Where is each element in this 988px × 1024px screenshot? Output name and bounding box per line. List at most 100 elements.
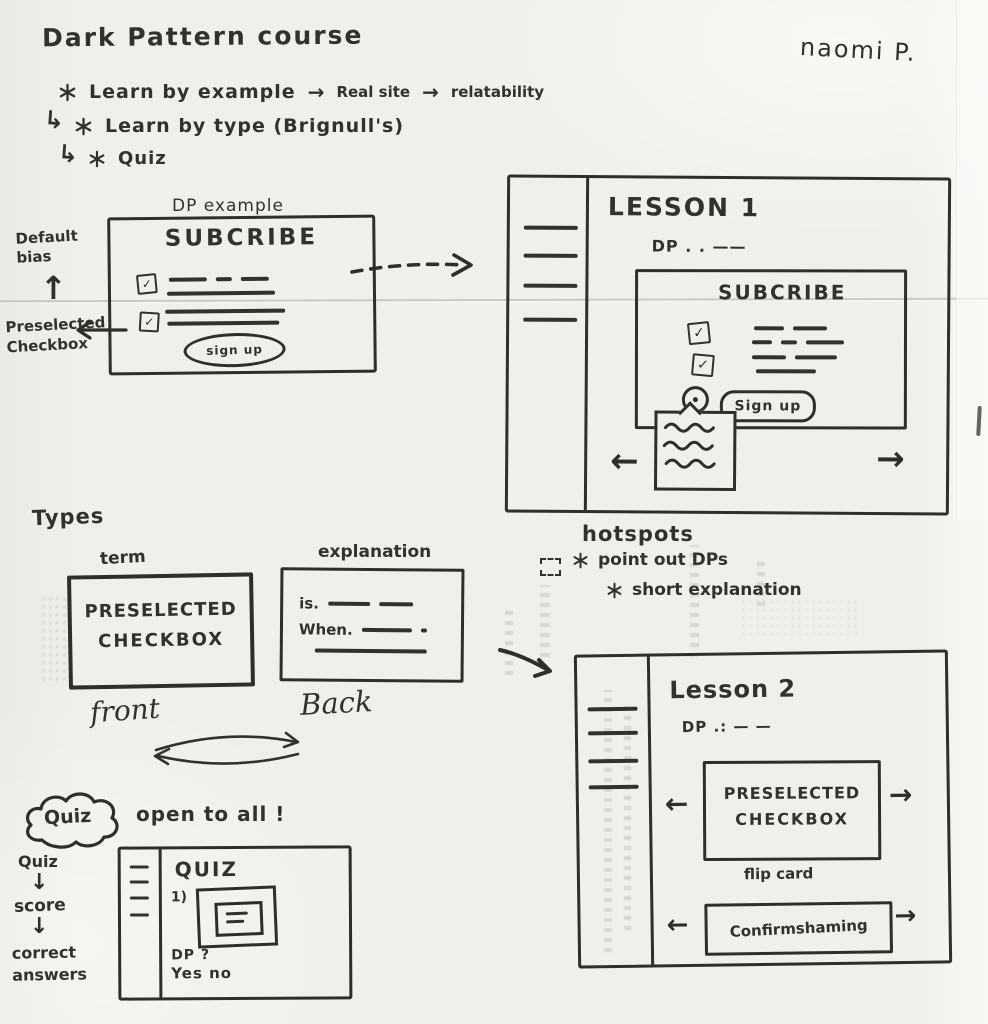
sidebar-menu-line	[523, 317, 578, 322]
tooltip-scribble-lines	[662, 422, 716, 469]
quiz-screen-title: QUIZ	[174, 856, 238, 882]
hotspots-note-1: point out DPs	[572, 550, 728, 570]
image-scribble-line	[226, 919, 245, 924]
outline-item-1: Learn by example → Real site → relatabil…	[58, 80, 544, 104]
sidebar-menu-line	[129, 913, 149, 917]
hotspot-tooltip-note	[653, 401, 737, 492]
back-label: Back	[299, 684, 374, 722]
flow-step-quiz: Quiz	[18, 852, 58, 871]
outline-item-3: Quiz	[88, 148, 167, 169]
text-scribble-line	[751, 355, 837, 359]
sidebar-menu-line	[588, 784, 639, 789]
text-scribble-line	[754, 326, 828, 330]
flow-step-correct-answers: correct answers	[11, 942, 88, 986]
check-icon: ✓	[143, 314, 155, 330]
sidebar-divider	[158, 848, 163, 999]
star-bullet-icon	[89, 150, 105, 167]
quiz-cloud-icon	[26, 792, 119, 849]
sidebar-divider	[583, 177, 590, 512]
outline-chain-real-site: Real site	[336, 83, 411, 101]
dp-example-caption: DP example	[172, 196, 284, 216]
image-scribble-line	[225, 911, 248, 916]
lesson1-wireframe: LESSON 1 DP . . —— SUBCRIBE ✓ ✓ Sign up	[504, 174, 952, 516]
nav-arrow-right-icon: →	[894, 900, 917, 932]
flip-card-caption: flip card	[743, 864, 814, 884]
explanation-label: explanation	[318, 542, 432, 562]
star-bullet-icon	[75, 117, 92, 135]
explanation-line	[314, 648, 427, 653]
check-icon: ✓	[141, 276, 153, 292]
arrow-to-lesson2-icon	[498, 648, 552, 678]
quiz-open-note: open to all !	[136, 802, 286, 826]
sign-up-button-sketch: sign up	[183, 331, 287, 369]
text-scribble-line	[166, 290, 275, 296]
sidebar-menu-line	[587, 706, 638, 711]
confirmshaming-card: Confirmshaming	[704, 901, 894, 956]
pencil-smudge	[40, 595, 70, 685]
sidebar-menu-line	[523, 225, 578, 230]
hotspots-note-2: short explanation	[606, 580, 802, 600]
pencil-smudge	[740, 598, 860, 638]
term-label: term	[99, 546, 147, 570]
star-bullet-icon	[573, 552, 588, 568]
outline-item-label: Quiz	[118, 148, 167, 169]
hotspots-note-text: short explanation	[632, 580, 802, 600]
nav-arrow-right-icon: →	[876, 439, 905, 480]
check-icon: ✓	[696, 356, 710, 374]
question-number: 1)	[170, 889, 188, 906]
lesson1-title: LESSON 1	[607, 192, 761, 223]
quiz-wireframe: QUIZ 1) DP ? Yes no	[117, 845, 353, 1001]
outline-item-2: Learn by type (Brignull's)	[74, 115, 404, 137]
sidebar-menu-line	[129, 896, 149, 900]
sidebar-menu-line	[587, 730, 638, 735]
outline-item-label: Learn by example	[89, 81, 296, 103]
explanation-text: When.	[298, 620, 353, 639]
sidebar-divider	[646, 655, 655, 966]
quiz-cloud-label: Quiz	[43, 804, 92, 830]
confirmshaming-text: Confirmshaming	[729, 916, 869, 941]
question-image-placeholder	[195, 885, 279, 949]
sidebar-menu-line	[129, 880, 149, 884]
text-scribble-line	[167, 320, 280, 326]
author-signature: naomi P.	[799, 32, 918, 68]
checkbox-checked-icon: ✓	[686, 321, 712, 346]
ink-bleed-mark	[624, 700, 631, 930]
card-arrow-left-icon: ←	[664, 787, 689, 821]
flip-card: PRESELECTED CHECKBOX	[702, 760, 882, 862]
star-bullet-icon	[59, 83, 76, 101]
arrow-up-icon: ↑	[40, 269, 67, 307]
text-scribble-line	[755, 369, 816, 373]
nav-arrow-left-icon: ←	[666, 910, 689, 941]
image-inner-frame	[214, 900, 264, 937]
checkbox-checked-icon: ✓	[135, 273, 158, 295]
annotation-text: bias	[16, 246, 52, 267]
outline-item-label: Learn by type (Brignull's)	[105, 115, 405, 137]
dashed-arrow-icon	[350, 253, 473, 277]
annotation-arrow-left	[76, 320, 128, 340]
term-flashcard: PRESELECTED CHECKBOX	[67, 572, 255, 690]
paper-edge-strip	[956, 0, 988, 520]
types-heading: Types	[31, 503, 105, 531]
lesson1-subtitle: DP . . ——	[651, 236, 747, 257]
nav-arrow-left-icon: ←	[610, 441, 639, 482]
explanation-line: When.	[299, 620, 427, 639]
ink-bleed-mark	[757, 558, 765, 606]
dp-example-heading: SUBCRIBE	[164, 224, 319, 252]
checkbox-checked-icon: ✓	[691, 353, 715, 378]
check-icon: ✓	[692, 324, 706, 342]
sidebar-menu-line	[523, 283, 578, 288]
text-scribble-line	[165, 308, 286, 314]
branch-arrow-icon: ↳	[43, 105, 66, 135]
lesson2-title: Lesson 2	[669, 674, 797, 705]
card-arrow-right-icon: →	[888, 777, 913, 812]
explanation-text: is.	[299, 594, 320, 613]
annotation-text: Default	[15, 226, 79, 248]
checkbox-checked-icon: ✓	[138, 311, 160, 333]
annotation-default-bias: Default bias	[15, 226, 87, 267]
page-title: Dark Pattern course	[41, 20, 364, 53]
outline-chain-relatability: relatability	[450, 83, 545, 101]
flip-card-text: PRESELECTED	[723, 783, 861, 803]
arrow-right-icon: →	[422, 80, 439, 104]
text-scribble-line	[168, 276, 269, 282]
